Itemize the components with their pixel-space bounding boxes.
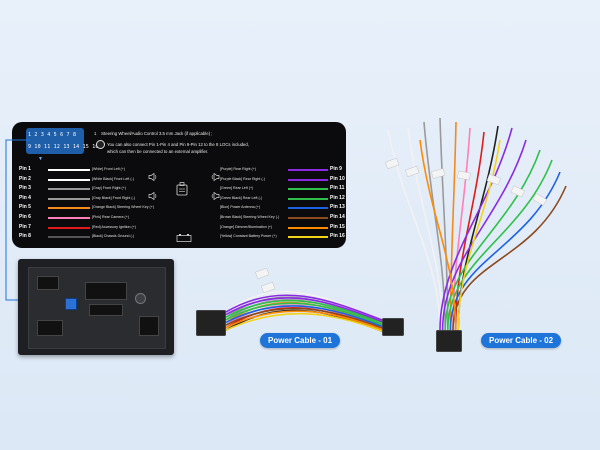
speaker-icon bbox=[211, 173, 220, 181]
pin-right-label: Pin 11 bbox=[330, 185, 345, 192]
highlighted-port bbox=[65, 298, 77, 310]
pin-left-wire bbox=[48, 178, 90, 181]
cable-01-plug-left bbox=[196, 310, 226, 336]
pin-right-wire bbox=[288, 197, 328, 200]
cable-01-wire bbox=[225, 302, 383, 326]
pin-right-label: Pin 16 bbox=[330, 233, 345, 240]
pin-left-desc: [Orange Black] Steering Wheel Key (+) bbox=[92, 205, 155, 210]
power-cable-02-wires bbox=[387, 117, 567, 331]
note-number: 1 bbox=[94, 131, 97, 136]
amplifier-icon bbox=[176, 182, 188, 196]
cable-02-wire bbox=[439, 127, 513, 331]
pin-right-wire bbox=[288, 169, 328, 171]
pin-right-desc: [Brown Black] Steering Wheel Key (-) bbox=[220, 215, 280, 219]
cable-02-wire bbox=[447, 159, 553, 331]
pin-left-label: Pin 2 bbox=[19, 175, 31, 182]
pin-right-desc: [Green Black] Rear Left (-) bbox=[220, 195, 263, 200]
speaker-icon bbox=[148, 173, 157, 181]
power-cable-01-wires bbox=[225, 290, 383, 332]
pin-left-desc: [Gray Black] Front Right (-) bbox=[92, 195, 135, 200]
pin-right-wire bbox=[288, 226, 328, 229]
pin-left-label: Pin 8 bbox=[19, 233, 31, 240]
pin-right-label: Pin 10 bbox=[330, 175, 345, 182]
port-slot bbox=[139, 316, 159, 336]
cable-01-wire bbox=[225, 307, 383, 329]
speaker-icon bbox=[211, 192, 220, 200]
cable-02-wire bbox=[452, 185, 567, 331]
pin-left-desc: [Gray] Front Right (+) bbox=[92, 186, 127, 191]
pin-right-label: Pin 12 bbox=[330, 194, 345, 201]
port-slot bbox=[85, 282, 127, 300]
pin-left-label: Pin 3 bbox=[19, 185, 31, 192]
pin-left-wire bbox=[48, 236, 90, 239]
pin-right-wire bbox=[288, 178, 328, 181]
note-steering-jack: 1 Steering Wheel/Audio Control 3.5 mm Ja… bbox=[94, 131, 212, 136]
cable-01-wire bbox=[225, 312, 383, 332]
connector-row-top: 1 2 3 4 5 6 7 8 bbox=[28, 132, 77, 138]
pin-left-desc: [Red] Accessory Ignition (+) bbox=[92, 224, 137, 229]
pin-left-label: Pin 7 bbox=[19, 223, 31, 230]
cable-02-wire bbox=[444, 149, 541, 331]
pin-right-label: Pin 15 bbox=[330, 223, 345, 230]
cable-02-plug bbox=[436, 330, 462, 352]
pin-left-desc: [Black] Chassis Ground (-) bbox=[92, 234, 135, 239]
head-unit-rear bbox=[18, 259, 174, 355]
pin-right-desc: [Purple] Rear Right (+) bbox=[220, 167, 257, 171]
pin-left-desc: [Pink] Rear Camera (+) bbox=[92, 215, 130, 219]
pin-left-wire bbox=[48, 217, 90, 219]
pin-left-wire bbox=[48, 169, 90, 171]
port-slot bbox=[37, 320, 63, 336]
pin-right-desc: [Purple Black] Rear Right (-) bbox=[220, 176, 265, 181]
pin-right-label: Pin 14 bbox=[330, 214, 345, 220]
pin-left-label: Pin 5 bbox=[19, 204, 31, 211]
pin-right-desc: [Green] Rear Left (+) bbox=[220, 186, 254, 191]
power-cable-01-label: Power Cable - 01 bbox=[260, 333, 341, 348]
pin-right-wire bbox=[288, 207, 328, 210]
connector-row-bottom: 9 10 11 12 13 14 15 16 bbox=[28, 144, 99, 150]
head-unit-back-panel bbox=[28, 267, 166, 349]
port-slot bbox=[37, 276, 59, 290]
pin-right-wire bbox=[288, 236, 328, 239]
antenna-jack bbox=[135, 293, 146, 304]
note-amplifier-line1: You can also connect Pin 1-Pin 4 and Pin… bbox=[107, 142, 249, 147]
pin-left-desc: [White] Front Left (+) bbox=[92, 167, 126, 171]
pin-left-wire bbox=[48, 188, 90, 191]
port-slot bbox=[89, 304, 123, 316]
cable-02-wire bbox=[387, 129, 441, 331]
pin-left-label: Pin 4 bbox=[19, 194, 31, 201]
pin-right-desc: [Yellow] Constant Battery Power (+) bbox=[220, 234, 277, 239]
cable-02-wire bbox=[419, 139, 457, 331]
pin-left-wire bbox=[48, 197, 90, 200]
pinout-panel: 1 2 3 4 5 6 7 8 9 10 11 12 13 14 15 16 ▼… bbox=[12, 122, 346, 248]
pin-left-label: Pin 6 bbox=[19, 214, 31, 220]
cable-01-plug-right bbox=[382, 318, 404, 336]
power-cable-02-label: Power Cable - 02 bbox=[481, 333, 562, 348]
pin-right-desc: [Orange] Dimmer/Illumination (+) bbox=[220, 224, 273, 229]
cable-tags bbox=[255, 157, 547, 294]
cable-01-wire bbox=[225, 305, 383, 328]
pin-left-desc: [White Black] Front Left (-) bbox=[92, 176, 134, 181]
pin-right-label: Pin 13 bbox=[330, 204, 345, 211]
info-icon bbox=[96, 140, 105, 149]
pin-right-wire bbox=[288, 188, 328, 191]
pin-left-wire bbox=[48, 207, 90, 210]
cable-01-wire bbox=[225, 297, 383, 323]
pin-left-label: Pin 1 bbox=[19, 166, 31, 172]
note-text: Steering Wheel/Audio Control 3.5 mm Jack… bbox=[101, 131, 213, 136]
cable-01-wire bbox=[225, 299, 383, 324]
battery-icon bbox=[176, 234, 192, 242]
cable-01-wire bbox=[225, 294, 383, 321]
cable-01-wire bbox=[225, 310, 383, 331]
pin-right-label: Pin 9 bbox=[330, 166, 342, 172]
pin-left-wire bbox=[48, 226, 90, 229]
speaker-icon bbox=[148, 192, 157, 200]
note-amplifier-line2: which can then be connected to an extern… bbox=[107, 149, 209, 154]
pin-right-desc: [Blue] Power Antenna (+) bbox=[220, 205, 261, 210]
connector-pinout: 1 2 3 4 5 6 7 8 9 10 11 12 13 14 15 16 bbox=[26, 128, 98, 154]
pin-right-wire bbox=[288, 217, 328, 219]
cable-02-wire bbox=[457, 139, 501, 331]
chevron-down-icon: ▼ bbox=[38, 156, 43, 162]
